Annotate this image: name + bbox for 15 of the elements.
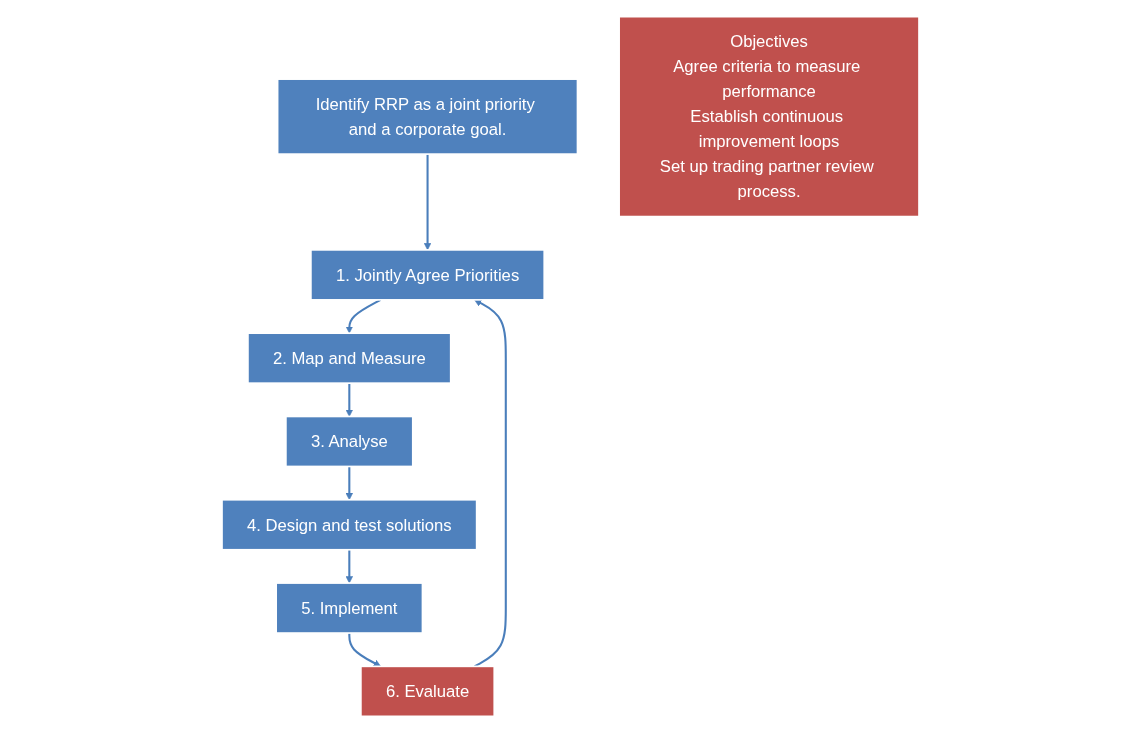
node-box: Objectives Agree criteria to measure performance Establish continuous improvement loops Set up trading partner review process.	[618, 15, 920, 218]
arrow	[474, 299, 507, 668]
node-box: 6. Evaluate	[360, 665, 496, 718]
arrow	[345, 383, 353, 417]
node-box: 5. Implement	[275, 582, 424, 634]
node-box: Identify RRP as a joint priority and a corporate goal.	[276, 78, 579, 155]
node-box: 1. Jointly Agree Priorities	[310, 249, 546, 301]
arrow	[345, 466, 353, 501]
node-box: 3. Analyse	[285, 415, 414, 468]
arrow	[345, 549, 353, 584]
arrow	[348, 633, 381, 667]
node-box: 4. Design and test solutions	[221, 498, 478, 551]
arrow	[423, 154, 432, 251]
node-box: 2. Map and Measure	[247, 332, 452, 384]
arrow	[345, 298, 382, 334]
